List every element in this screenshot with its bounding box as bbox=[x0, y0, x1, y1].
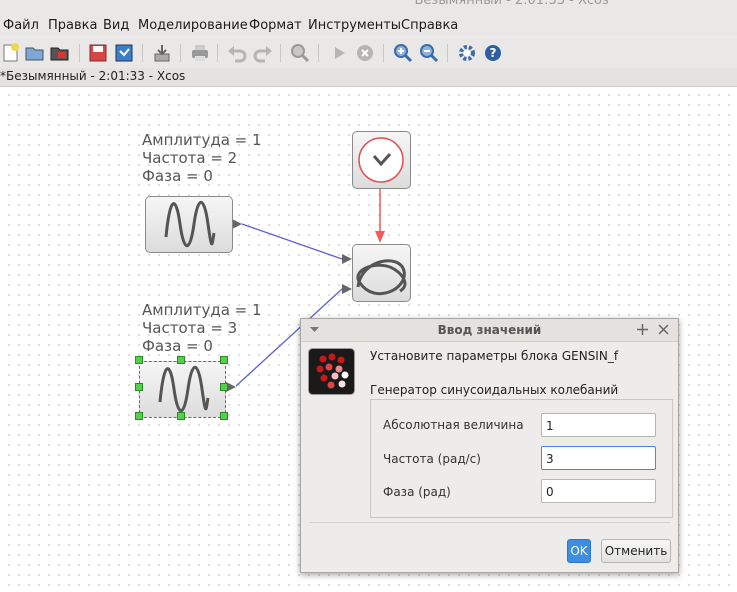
block1-amplitude-label: Амплитуда = 1 bbox=[142, 131, 262, 149]
block2-amplitude-label: Амплитуда = 1 bbox=[142, 301, 262, 319]
diagram-tab-label: *Безымянный - 2:01:33 - Xcos bbox=[0, 69, 186, 83]
selection-handle[interactable] bbox=[177, 356, 185, 364]
diagram-tab[interactable]: *Безымянный - 2:01:33 - Xcos bbox=[0, 68, 737, 87]
block1-params: Амплитуда = 1 Частота = 2 Фаза = 0 bbox=[142, 131, 262, 185]
ok-button[interactable]: OK bbox=[567, 539, 591, 563]
toolbar-separator bbox=[318, 44, 319, 62]
stop-icon[interactable] bbox=[354, 42, 376, 64]
selection-handle[interactable] bbox=[220, 383, 228, 391]
field-label-phase: Фаза (рад) bbox=[383, 485, 451, 499]
sine-wave-icon bbox=[164, 201, 216, 247]
dialog-heading: Установите параметры блока GENSIN_f bbox=[370, 349, 619, 363]
lissajous-icon bbox=[356, 259, 407, 296]
toolbar-separator bbox=[142, 44, 143, 62]
amplitude-field[interactable]: 1 bbox=[541, 413, 656, 437]
window-title: *Безымянный - 2:01:33 - Xcos bbox=[408, 0, 609, 8]
dialog-title: Ввод значений bbox=[437, 323, 542, 337]
selection-handle[interactable] bbox=[135, 412, 143, 420]
toolbar-separator bbox=[217, 44, 218, 62]
dialog-titlebar[interactable]: Ввод значений bbox=[301, 319, 678, 342]
svg-text:?: ? bbox=[490, 46, 497, 60]
parameters-group: Абсолютная величина 1 Частота (рад/с) 3 … bbox=[370, 399, 673, 518]
start-icon[interactable] bbox=[328, 42, 350, 64]
zoom-out-icon[interactable] bbox=[418, 42, 440, 64]
frequency-field[interactable]: 3 bbox=[541, 446, 656, 470]
selection-handle[interactable] bbox=[220, 412, 228, 420]
window-menu-icon[interactable] bbox=[310, 326, 319, 333]
toolbar-separator bbox=[447, 44, 448, 62]
help-icon[interactable]: ? bbox=[482, 42, 504, 64]
selection-handle[interactable] bbox=[135, 356, 143, 364]
menu-view[interactable]: Вид bbox=[103, 18, 130, 33]
scilab-block-icon bbox=[308, 348, 355, 395]
menubar: *Безымянный - 2:01:33 - Xcos Файл Правка… bbox=[0, 0, 737, 36]
selection-handle[interactable] bbox=[220, 356, 228, 364]
setup-icon[interactable] bbox=[456, 42, 478, 64]
pin-icon[interactable] bbox=[637, 324, 648, 335]
block2-frequency-label: Частота = 3 bbox=[142, 319, 238, 337]
scope-block[interactable] bbox=[352, 244, 411, 302]
menu-tools[interactable]: Инструменты bbox=[308, 18, 402, 33]
sine-generator-block-1[interactable] bbox=[145, 196, 233, 253]
clock-block[interactable] bbox=[352, 131, 411, 189]
selection-handle[interactable] bbox=[135, 383, 143, 391]
clock-icon bbox=[358, 137, 404, 183]
dialog-divider bbox=[309, 522, 670, 523]
menu-file[interactable]: Файл bbox=[3, 18, 39, 33]
undo-icon[interactable] bbox=[226, 42, 248, 64]
zoom-in-icon[interactable] bbox=[392, 42, 414, 64]
block1-phase-label: Фаза = 0 bbox=[142, 167, 213, 185]
cancel-button[interactable]: Отменить bbox=[601, 539, 671, 563]
toolbar-separator bbox=[280, 44, 281, 62]
field-label-amplitude: Абсолютная величина bbox=[383, 418, 524, 432]
toolbar-separator bbox=[180, 44, 181, 62]
print-icon[interactable] bbox=[189, 42, 211, 64]
save-as-icon[interactable] bbox=[113, 42, 135, 64]
toolbar: ? bbox=[0, 38, 737, 68]
fit-diagram-icon[interactable] bbox=[289, 42, 311, 64]
sine-wave-icon bbox=[158, 366, 210, 412]
block2-params: Амплитуда = 1 Частота = 3 Фаза = 0 bbox=[142, 301, 262, 355]
open-in-scilab-icon[interactable] bbox=[49, 42, 71, 64]
phase-field[interactable]: 0 bbox=[541, 479, 656, 503]
selection-handle[interactable] bbox=[177, 412, 185, 420]
new-diagram-icon[interactable] bbox=[0, 42, 22, 64]
save-icon[interactable] bbox=[87, 42, 109, 64]
close-icon[interactable] bbox=[658, 324, 669, 335]
block1-frequency-label: Частота = 2 bbox=[142, 149, 238, 167]
block2-phase-label: Фаза = 0 bbox=[142, 337, 213, 355]
open-icon[interactable] bbox=[24, 42, 46, 64]
toolbar-separator bbox=[383, 44, 384, 62]
menu-edit[interactable]: Правка bbox=[48, 18, 98, 33]
sine-generator-block-2[interactable] bbox=[139, 361, 226, 418]
menu-simulation[interactable]: Моделирование bbox=[138, 18, 248, 33]
export-icon[interactable] bbox=[151, 42, 173, 64]
menu-help[interactable]: Справка bbox=[401, 18, 459, 33]
dialog-subtitle: Генератор синусоидальных колебаний bbox=[370, 383, 619, 397]
menu-format[interactable]: Формат bbox=[249, 18, 302, 33]
toolbar-separator bbox=[79, 44, 80, 62]
input-values-dialog: Ввод значений Установите параметры блока… bbox=[300, 318, 679, 573]
redo-icon[interactable] bbox=[252, 42, 274, 64]
field-label-frequency: Частота (рад/с) bbox=[383, 452, 481, 466]
